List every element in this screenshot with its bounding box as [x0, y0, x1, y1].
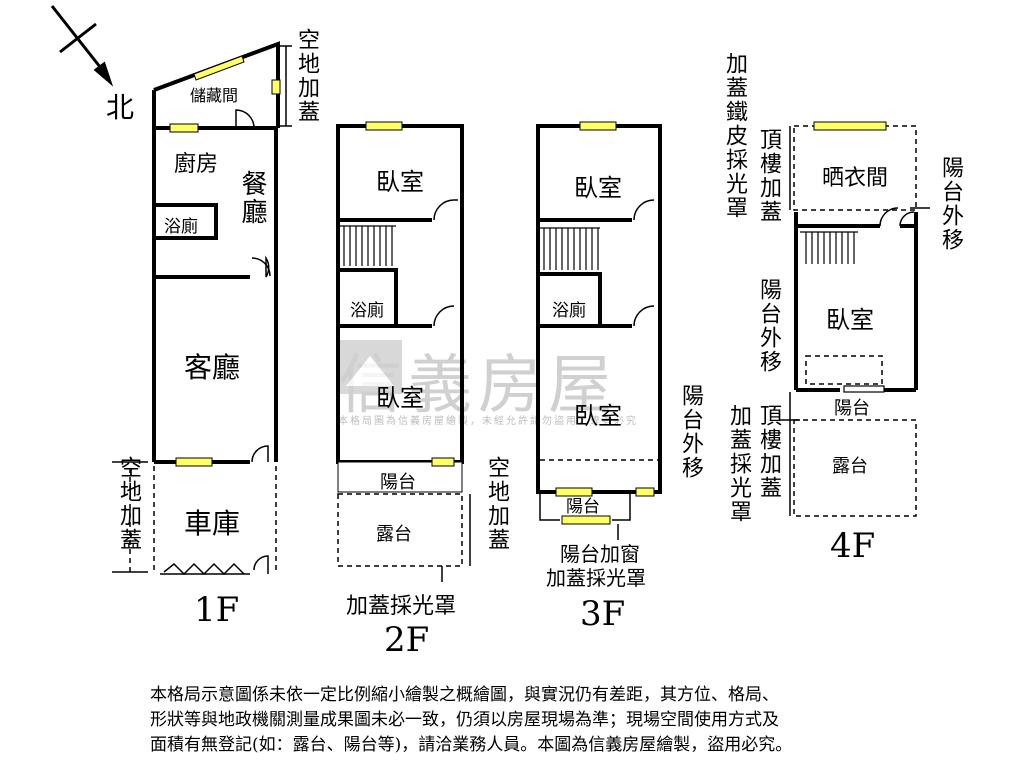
floor-3-doors [633, 199, 655, 327]
floor-2-windows [365, 121, 455, 467]
f3-bath-label: 浴廁 [552, 301, 586, 321]
f3-balcony-moved-note: 陽台外移 [678, 384, 703, 480]
f4-roof-ext-bottom-note: 頂樓加蓋 [756, 404, 781, 500]
f2-bath-label: 浴廁 [350, 301, 384, 321]
f1-kitchen-label: 廚房 [174, 152, 219, 177]
floor-4-doors [879, 207, 915, 227]
f4-balcony-moved-right-note: 陽台外移 [938, 156, 963, 252]
f4-balcony-label: 陽台 [834, 398, 870, 419]
floor-2-terrace-extension [337, 493, 463, 567]
north-label: 北 [106, 91, 135, 124]
f1-top-extension-note: 空地加蓋 [294, 28, 319, 124]
f1-storage-label: 儲藏間 [190, 86, 239, 105]
floor-4-balcony [843, 385, 885, 393]
f3-balcony-label: 陽台 [566, 497, 600, 517]
f3-window-note-line2: 加蓋採光罩 [546, 566, 646, 590]
f4-bedroom-label: 臥室 [826, 306, 874, 334]
floor-1-doors [235, 109, 271, 574]
watermark-logo [338, 340, 402, 394]
floor-2-stairs-icon [340, 225, 396, 266]
floor-4-stairs-icon [800, 231, 858, 264]
floor-2-dim-marks [441, 494, 471, 582]
f4-balcony-moved-left-note: 陽台外移 [756, 278, 781, 374]
f4-floor-label: 4F [830, 526, 876, 566]
floor-4-walls [794, 212, 918, 392]
floor-1-garage-door-icon [160, 562, 250, 576]
f1-floor-label: 1F [194, 590, 240, 630]
floor-4-windows [813, 121, 887, 131]
floor-4-extension-dashed [793, 125, 917, 517]
floor-1-walls [152, 41, 280, 464]
watermark-note: 本格局圖為信義房屋繪製，未經允許請勿盜用，違者必究 [338, 416, 638, 427]
disclaimer: 本格局示意圖係未依一定比例縮小繪製之概繪圖，與實況仍有差距，其方位、格局、 形狀… [150, 683, 910, 758]
f4-iron-skylight-note: 加蓋鐵皮採光罩 [722, 52, 747, 220]
f3-floor-label: 3F [580, 594, 626, 634]
f4-laundry-label: 晒衣間 [822, 166, 889, 191]
f1-bath-label: 浴廁 [164, 217, 198, 237]
floor-4-dim-marks [780, 126, 930, 516]
disclaimer-line-1: 本格局示意圖係未依一定比例縮小繪製之概繪圖，與實況仍有差距，其方位、格局、 [150, 685, 779, 705]
floor-3-bay-window [539, 494, 631, 540]
f2-floor-label: 2F [384, 620, 430, 660]
f4-skylight-left-note: 加蓋採光罩 [726, 404, 751, 524]
f1-living-label: 客廳 [184, 351, 241, 384]
f3-bedroom-top-label: 臥室 [574, 174, 622, 202]
f2-balcony-label: 陽台 [380, 472, 416, 493]
f1-garage-label: 車庫 [184, 507, 241, 540]
f3-bedroom-bottom-label: 臥室 [574, 402, 622, 430]
floor-3-windows [555, 121, 655, 525]
f1-dining-label: 餐廳 [237, 170, 267, 226]
f3-window-note-line1: 陽台加窗 [560, 542, 640, 566]
f2-skylight-note: 加蓋採光罩 [346, 594, 457, 619]
f2-terrace-label: 露台 [376, 524, 412, 545]
f2-bedroom-bottom-label: 臥室 [376, 384, 424, 412]
disclaimer-line-3: 面積有無登記(如：露台、陽台等)，請洽業務人員。本圖為信義房屋繪製，盜用必究。 [150, 735, 793, 755]
f4-roof-ext-top-note: 頂樓加蓋 [756, 128, 781, 224]
f1-garage-extension-note: 空地加蓋 [116, 456, 141, 552]
floor-2-doors [433, 199, 458, 327]
disclaimer-line-2: 形狀等與地政機關測量成果圖未必一致，仍須以房屋現場為準；現場空間使用方式及 [150, 710, 779, 730]
north-arrow-icon [50, 5, 114, 87]
floor-3-stairs-icon [540, 227, 600, 270]
f2-bedroom-top-label: 臥室 [376, 168, 424, 196]
f2-side-extension-note: 空地加蓋 [484, 456, 509, 552]
f4-terrace-label: 露台 [832, 456, 868, 477]
floor-1-windows [169, 55, 281, 467]
floor-1-dim-marks [112, 45, 292, 573]
